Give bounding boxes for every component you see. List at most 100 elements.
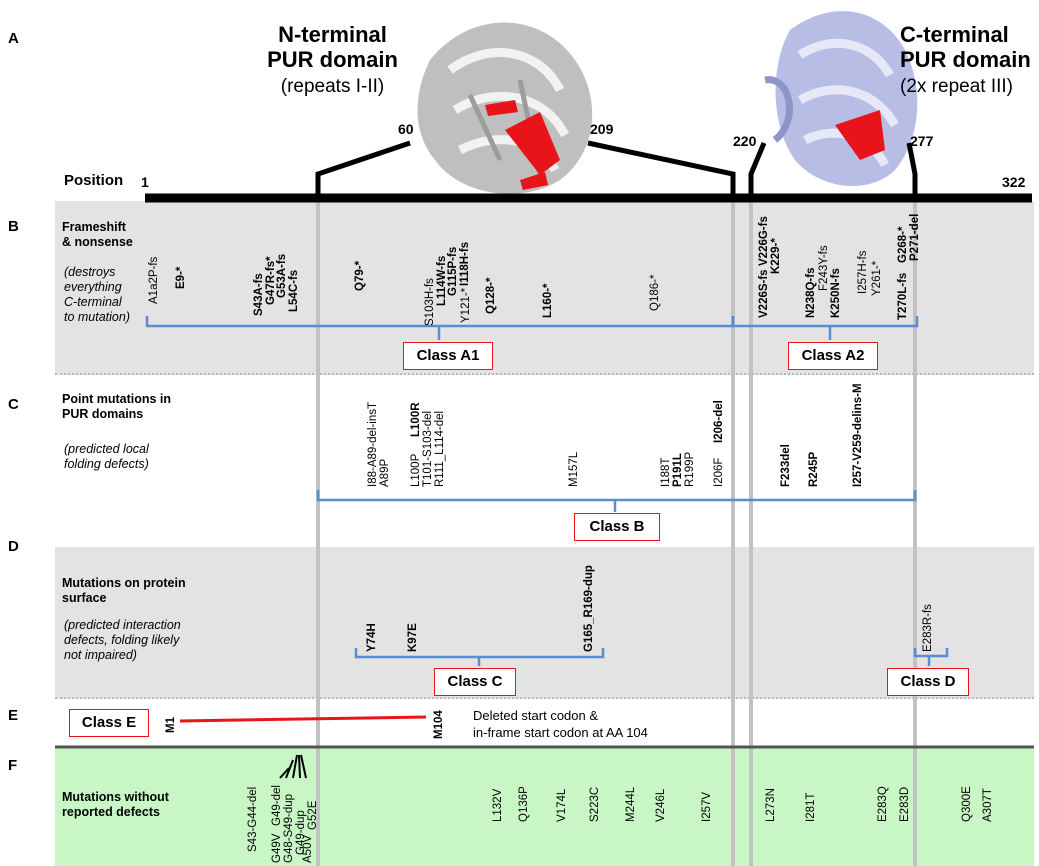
mutation-label: L100R — [410, 402, 422, 437]
c-domain-end: 277 — [910, 133, 934, 149]
class-b-box: Class B — [574, 513, 660, 541]
mutation-label: Q79-* — [354, 260, 366, 291]
n-domain-title-line1: N-terminal — [278, 22, 387, 47]
mutation-label: R199P — [684, 451, 696, 487]
mutation-label: P191L — [672, 453, 684, 487]
class-c-box: Class C — [434, 668, 516, 696]
mutation-label: S103H-fs — [424, 278, 436, 326]
mutation-label: A1a2P-fs — [148, 256, 160, 304]
section-b-title: Frameshift & nonsense — [62, 220, 133, 250]
mutation-label: I257H-fs — [857, 250, 869, 294]
mutation-label: G115P-fs — [447, 246, 459, 296]
mutation-label: K97E — [407, 623, 419, 652]
mutation-label: I206F — [713, 457, 725, 487]
mutation-label: G49V — [271, 833, 283, 863]
mutation-label: Q186-* — [649, 274, 661, 311]
section-d-subtitle-line: (predicted interaction — [64, 618, 181, 632]
c-domain-start: 220 — [733, 133, 757, 149]
mutation-label: V174L — [556, 788, 568, 822]
mutation-label: F233del — [780, 444, 792, 487]
section-d-band — [55, 547, 1034, 699]
n-terminal-structure-image — [417, 22, 593, 194]
mutation-label: M104 — [433, 710, 445, 739]
domain-guide-lines — [316, 196, 917, 866]
mutation-label: A50V — [302, 834, 314, 863]
n-domain-subtitle: (repeats I-II) — [280, 76, 385, 97]
mutation-label: Q128-* — [485, 277, 497, 314]
mutation-label: I257-V259-delins-M — [852, 383, 864, 487]
class-e-note: Deleted start codon & in-frame start cod… — [473, 707, 648, 741]
mutation-label: M157L — [568, 451, 580, 487]
section-b-subtitle: (destroys everything C-terminal to mutat… — [64, 265, 130, 325]
class-e-box: Class E — [69, 709, 149, 737]
n-domain-title-line2: PUR domain — [267, 47, 398, 72]
section-b-subtitle-line: (destroys — [64, 265, 116, 279]
c-domain-title-line1: C-terminal — [900, 22, 1009, 47]
mutation-label: E283R-fs — [922, 604, 934, 652]
mutation-label: P271-del — [909, 213, 921, 261]
mutation-label: L160-* — [542, 283, 554, 318]
mutation-label: G48-S49-dup — [283, 793, 295, 863]
mutation-label: G268-* — [897, 226, 909, 263]
mutation-label: M1 — [165, 717, 177, 733]
mutation-label: E9-* — [175, 266, 187, 289]
section-d-subtitle: (predicted interaction defects, folding … — [64, 618, 181, 663]
section-c-subtitle: (predicted local folding defects) — [64, 442, 149, 472]
section-letter-a: A — [8, 30, 19, 47]
mutation-label: Q300E — [961, 786, 973, 822]
position-label: Position — [64, 172, 124, 189]
mutation-label: Y74H — [366, 623, 378, 652]
mutation-label: I257V — [701, 791, 713, 822]
mutation-label: A89P — [379, 458, 391, 487]
mutation-label: E283D — [899, 786, 911, 822]
mutation-label: K229-* — [770, 238, 782, 274]
section-b-subtitle-line: everything — [64, 280, 122, 294]
mutation-label: M244L — [625, 786, 637, 822]
mutation-label: T270L-fs — [897, 272, 909, 320]
section-letter-f: F — [8, 757, 18, 774]
section-b-title-line: & nonsense — [62, 235, 133, 249]
section-c-title-line: Point mutations in — [62, 392, 172, 406]
mutation-label: Q136P — [518, 786, 530, 822]
section-d-title-line: Mutations on protein — [62, 576, 186, 590]
mutation-label: R245P — [808, 451, 820, 487]
mutation-label: G53A-fs — [276, 253, 288, 298]
mutation-label: L273N — [765, 788, 777, 822]
mutation-label: K250N-fs — [830, 268, 842, 318]
mutation-label: G52E — [307, 800, 319, 830]
class-e-note-line: in-frame start codon at AA 104 — [473, 725, 648, 740]
section-f-title: Mutations without reported defects — [62, 790, 169, 820]
n-domain-start: 60 — [398, 121, 414, 137]
section-letter-d: D — [8, 538, 19, 555]
class-e-line — [179, 715, 427, 723]
leader-lines — [279, 754, 307, 779]
mutation-label: N238Q-fs — [805, 267, 817, 319]
mutation-label: E283Q — [877, 786, 889, 822]
section-b-subtitle-line: C-terminal — [64, 295, 122, 309]
mutation-label: S43A-fs — [253, 273, 265, 316]
c-domain-title-line2: PUR domain — [900, 47, 1031, 72]
mutation-label: F243Y-fs — [818, 245, 830, 291]
section-letter-b: B — [8, 218, 19, 235]
section-d-subtitle-line: not impaired) — [64, 648, 137, 662]
mutation-label: R111_L114-del — [434, 410, 446, 487]
mutation-label: V226G-fs — [758, 216, 770, 266]
mutation-label: G165_R169-dup — [583, 565, 595, 652]
section-b-title-line: Frameshift — [62, 220, 126, 234]
mutation-label: Y121-* — [460, 287, 472, 323]
mutation-label: G49-del — [271, 785, 283, 826]
mutation-label: T101-S103-del — [422, 410, 434, 487]
c-domain-subtitle: (2x repeat III) — [900, 76, 1013, 97]
section-d-subtitle-line: defects, folding likely — [64, 633, 180, 647]
section-letter-e: E — [8, 707, 19, 724]
mutation-label: S223C — [589, 786, 601, 822]
section-c-title-line: PUR domains — [62, 407, 144, 421]
class-e-note-line: Deleted start codon & — [473, 708, 599, 723]
mutation-label: I206-del — [713, 400, 725, 443]
position-start: 1 — [141, 174, 149, 190]
mutation-label: S43-G44-del — [247, 786, 259, 852]
mutation-label: L100P — [410, 453, 422, 487]
section-b-subtitle-line: to mutation) — [64, 310, 131, 324]
